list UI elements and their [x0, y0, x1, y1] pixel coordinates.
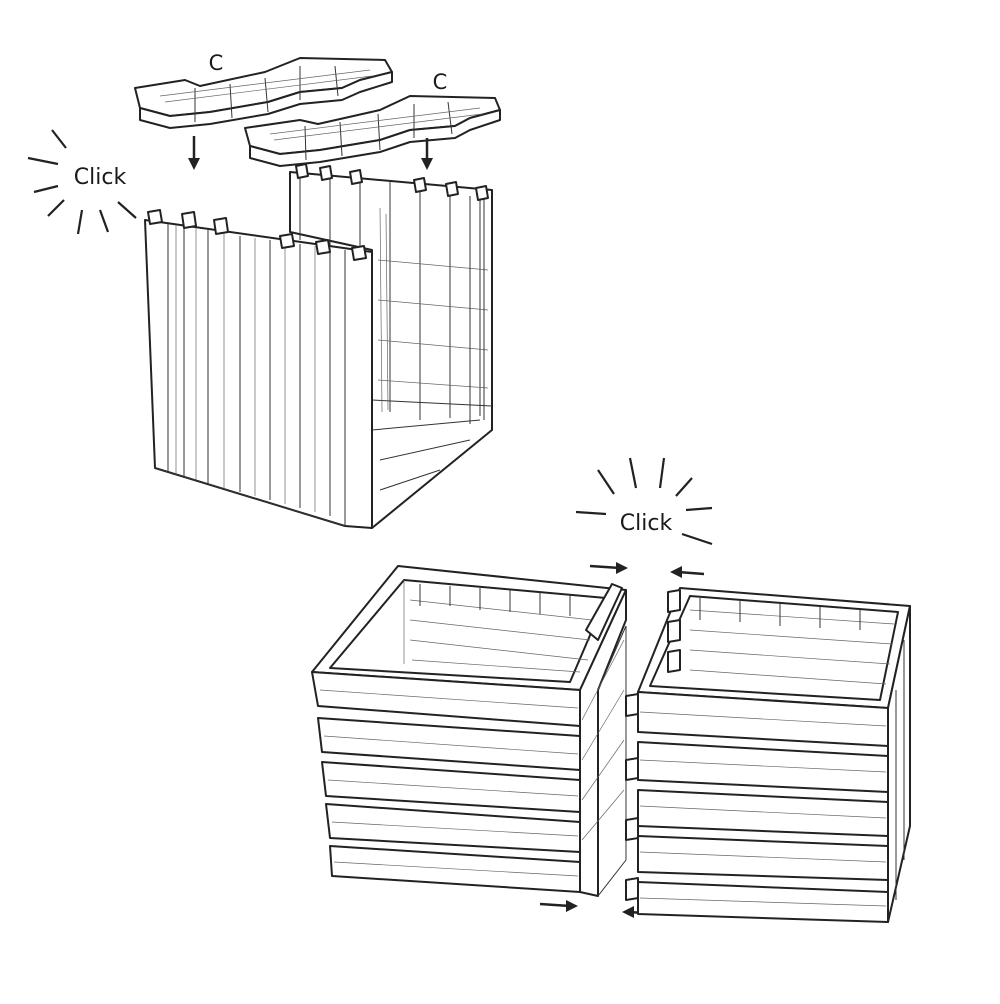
arrow-icon — [421, 138, 433, 170]
click-label-bottom: Click — [620, 511, 673, 536]
arrow-icon — [589, 562, 628, 574]
lid-piece-c-left — [134, 57, 393, 129]
arrow-icon — [188, 136, 200, 170]
click-burst-icon — [575, 457, 713, 546]
arrow-icon — [539, 900, 578, 912]
side-panel-front — [144, 163, 489, 529]
click-burst-icon — [27, 129, 137, 235]
top-assembly: C C Click — [27, 51, 501, 529]
bin-right — [625, 587, 911, 923]
click-label-top: Click — [74, 165, 127, 190]
part-label-c-left: C — [209, 51, 224, 75]
arrow-icon — [670, 566, 705, 578]
bottom-assembly: Click — [311, 457, 911, 923]
bin-left — [311, 565, 627, 897]
part-label-c-right: C — [433, 70, 448, 94]
